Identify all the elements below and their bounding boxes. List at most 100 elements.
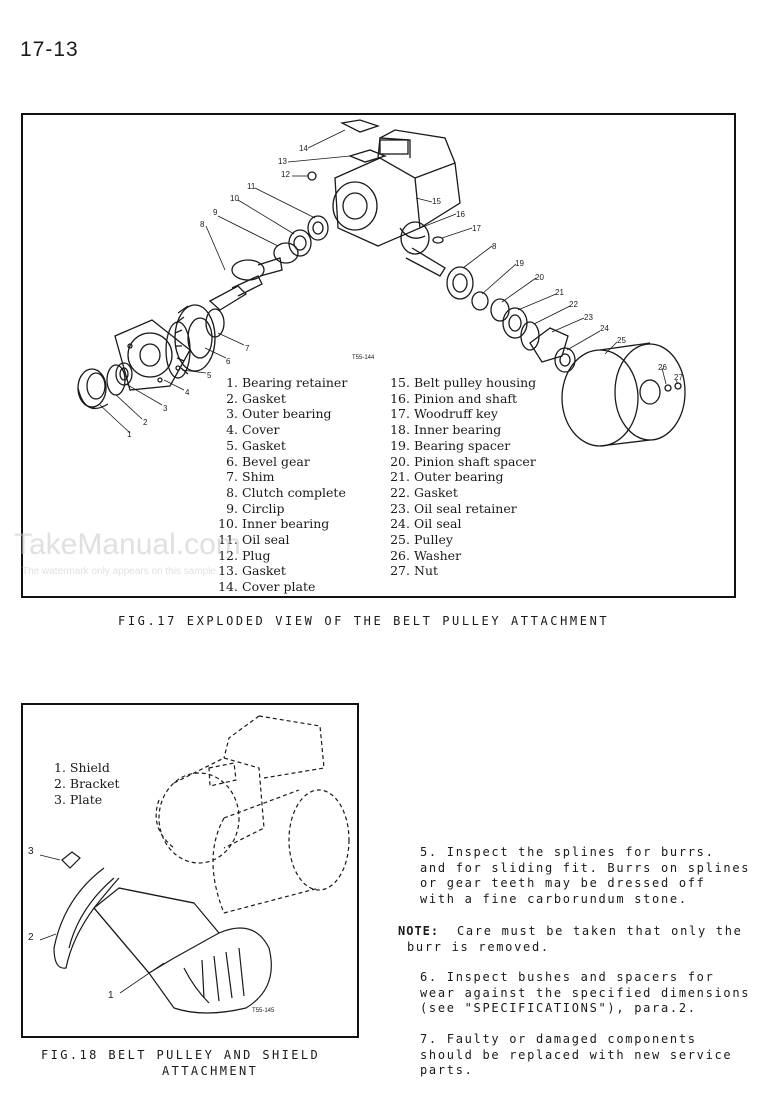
- paragraph-6-line: (see "SPECIFICATIONS"), para.2.: [420, 1001, 697, 1016]
- part-item: 21.Outer bearing: [390, 469, 504, 485]
- shield-part: [93, 887, 272, 1014]
- callout-label: 27: [674, 373, 683, 382]
- outer-bearing-21-part: [502, 307, 528, 339]
- figure-18-frame: [21, 703, 359, 1038]
- pinion-shaft-spacer-part: [490, 298, 510, 322]
- callout-label: 25: [617, 336, 626, 345]
- paragraph-5-line: with a fine carborundum stone.: [420, 891, 688, 906]
- note-block: NOTE: Care must be taken that only the b…: [398, 924, 743, 955]
- paragraph-7-line: parts.: [420, 1063, 474, 1078]
- part-item: 12.Plug: [218, 547, 271, 563]
- part-item: 22.Gasket: [390, 484, 458, 500]
- part-item: 26.Washer: [390, 547, 462, 563]
- gasket-13-part: [348, 149, 387, 163]
- legend-item: 2. Bracket: [54, 775, 120, 791]
- callout-label: 14: [299, 144, 308, 153]
- clutch-part: [208, 257, 283, 311]
- part-item: 15.Belt pulley housing: [390, 375, 537, 390]
- part-item: 1.Bearing retainer: [226, 375, 348, 390]
- watermark-note: The watermark only appears on this sampl…: [22, 566, 216, 577]
- oil-seal-retainer-part: [529, 327, 569, 363]
- inspection-text: 5. Inspect the splines for burrs. and fo…: [420, 845, 750, 907]
- part-item: 24.Oil seal: [390, 516, 462, 532]
- plug-part: [307, 171, 317, 181]
- callout-label: 23: [584, 313, 593, 322]
- paragraph-5-line: or gear teeth may be dressed off: [420, 876, 706, 891]
- callout-label: 1: [108, 990, 114, 1001]
- bevel-gear-part: [174, 304, 216, 375]
- exploded-view-drawing: [77, 119, 686, 447]
- woodruff-key-part: [432, 236, 444, 244]
- figure-18-legend: 1. Shield 2. Bracket 3. Plate: [54, 760, 120, 807]
- note-text: burr is removed.: [407, 939, 550, 954]
- callout-label: 7: [245, 344, 250, 353]
- callout-label: 17: [472, 224, 481, 233]
- paragraph-6-line: wear against the specified dimensions: [420, 985, 751, 1000]
- part-item: 17.Woodruff key: [390, 406, 498, 422]
- callout-label: 5: [207, 371, 212, 380]
- callout-label: 21: [555, 288, 564, 297]
- paragraph-7: 7. Faulty or damaged components should b…: [420, 1032, 732, 1079]
- plate-part: [61, 851, 81, 869]
- callout-label: 24: [600, 324, 609, 333]
- note-text: Care must be taken that only the: [456, 924, 743, 938]
- callout-label: 9: [213, 208, 218, 217]
- part-item: 14.Cover plate: [218, 579, 316, 595]
- paragraph-7-line: should be replaced with new service: [420, 1047, 733, 1062]
- callout-label: 6: [226, 357, 231, 366]
- inner-bearing-18-part: [446, 266, 474, 300]
- cover-plate-part: [339, 119, 381, 133]
- callout-label: 15: [432, 197, 441, 206]
- part-item: 3.Outer bearing: [226, 406, 332, 422]
- part-item: 5.Gasket: [226, 437, 286, 453]
- bearing-spacer-part: [471, 291, 489, 311]
- paragraph-7-line: 7. Faulty or damaged components: [420, 1032, 697, 1046]
- paragraph-5-line: 5. Inspect the splines for burrs.: [420, 845, 715, 859]
- part-item: 18.Inner bearing: [390, 422, 502, 438]
- page-number: 17-13: [20, 38, 79, 61]
- circlip-part: [273, 242, 299, 264]
- figure-18-caption-line-1: FIG.18 BELT PULLEY AND SHIELD: [41, 1048, 321, 1062]
- figure-17-code: T55-144: [352, 355, 375, 361]
- callout-label: 2: [143, 418, 148, 427]
- figure-17-caption: FIG.17 EXPLODED VIEW OF THE BELT PULLEY …: [118, 614, 610, 628]
- legend-item: 1. Shield: [54, 760, 110, 775]
- shim-part: [205, 308, 225, 338]
- oil-seal-24-part: [554, 347, 576, 373]
- part-item: 19.Bearing spacer: [390, 437, 511, 453]
- part-item: 2.Gasket: [226, 390, 286, 406]
- callout-label: 22: [569, 300, 578, 309]
- callout-label: 26: [658, 363, 667, 372]
- housing-outline: [155, 715, 325, 864]
- part-item: 10.Inner bearing: [218, 516, 330, 532]
- nut-part: [674, 382, 682, 390]
- part-item: 9.Circlip: [226, 500, 285, 516]
- note-label: NOTE:: [398, 924, 440, 938]
- callout-label: 10: [230, 194, 239, 203]
- part-item: 27.Nut: [390, 563, 439, 579]
- callout-label: 4: [185, 388, 190, 397]
- part-item: 25.Pulley: [390, 532, 453, 548]
- part-item: 20.Pinion shaft spacer: [390, 453, 536, 469]
- pinion-and-shaft-part: [400, 221, 446, 277]
- gasket-22-part: [520, 321, 540, 351]
- part-item: 4.Cover: [226, 422, 280, 438]
- callout-label: 12: [281, 170, 290, 179]
- pulley-part: [561, 342, 686, 447]
- bearing-retainer-part: [77, 368, 109, 409]
- part-item: 16.Pinion and shaft: [390, 390, 518, 406]
- callout-label: 3: [28, 846, 34, 857]
- paragraph-5-line: and for sliding fit. Burrs on splines: [420, 860, 751, 875]
- inner-bearing-10-part: [288, 229, 312, 257]
- belt-pulley-housing-part: [332, 129, 461, 247]
- parts-list-right: 15.Belt pulley housing 16.Pinion and sha…: [388, 375, 536, 579]
- callout-label: 1: [127, 430, 132, 439]
- callout-label: 3: [163, 404, 168, 413]
- oil-seal-11-part: [307, 215, 329, 241]
- legend-item: 3. Plate: [54, 791, 103, 807]
- callout-label: 11: [247, 182, 256, 191]
- callout-label: 8: [492, 242, 497, 251]
- figure-17-frame: [21, 113, 736, 598]
- part-item: 8.Clutch complete: [226, 484, 346, 500]
- figure-18-caption-line-2: ATTACHMENT: [162, 1064, 259, 1078]
